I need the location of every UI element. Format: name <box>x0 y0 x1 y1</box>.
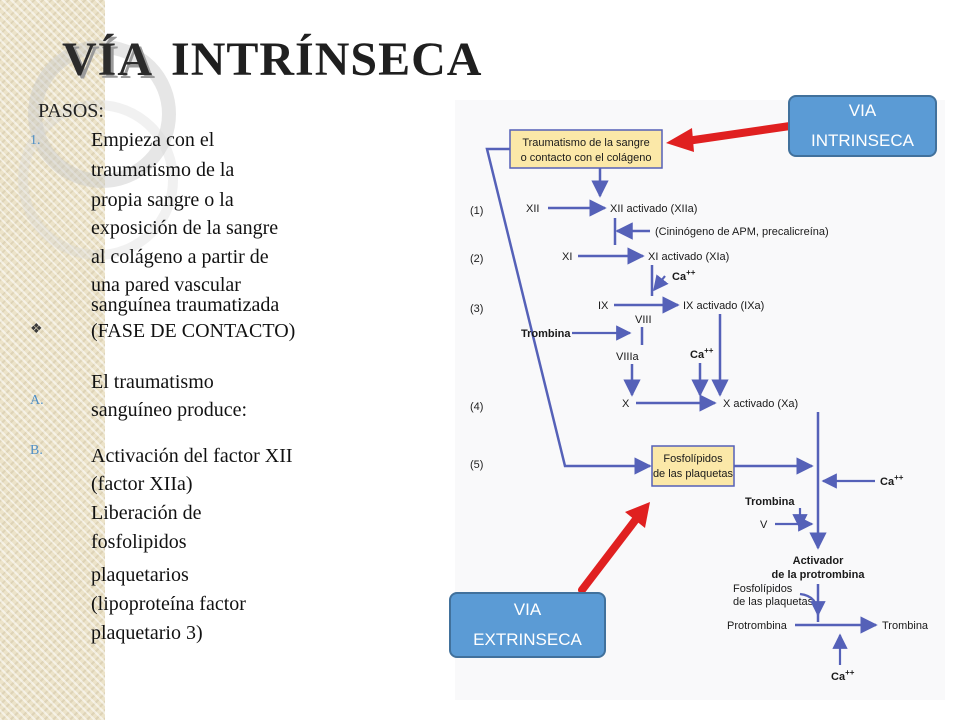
callout-line: VIA <box>848 101 877 120</box>
paragraph-line: fosfolipidos <box>91 531 187 553</box>
list-marker-a: A. <box>30 393 44 408</box>
prothrombin-label: Protrombina <box>727 620 788 632</box>
callout-line: EXTRINSECA <box>473 630 582 649</box>
step-label-4: (4) <box>470 401 483 413</box>
callout-line: INTRINSECA <box>811 131 914 150</box>
calcium-label: Ca++ <box>880 473 904 488</box>
paragraph-line: una pared vascular <box>91 274 241 296</box>
start-box-line1: Traumatismo de la sangre <box>522 137 649 149</box>
calcium-label: Ca++ <box>672 268 696 283</box>
red-arrow-extrinseca <box>578 510 644 594</box>
factor-xi-label: XI <box>562 251 572 263</box>
phospholipid-box-line1: Fosfolípidos <box>663 453 723 465</box>
phospholipid-label-line2: de las plaquetas <box>733 596 814 608</box>
prothrombin-activator-line2: de la protrombina <box>772 569 866 581</box>
factor-xii-label: XII <box>526 203 539 215</box>
factor-xiia-label: XII activado (XIIa) <box>610 203 697 215</box>
trombina-label: Trombina <box>521 328 571 340</box>
decorative-ring <box>18 100 178 260</box>
final-trombina-label: Trombina <box>882 620 929 632</box>
step-label-1: (1) <box>470 205 483 217</box>
kininogen-label: (Cininógeno de APM, precalicreína) <box>655 226 829 238</box>
factor-v-label: V <box>760 519 768 531</box>
calcium-label: Ca++ <box>690 346 714 361</box>
paragraph-line: sanguíneo produce: <box>91 399 248 421</box>
phospholipid-box <box>651 445 735 487</box>
slide-title: VÍA INTRÍNSECA <box>62 32 482 87</box>
factor-ixa-label: IX activado (IXa) <box>683 300 764 312</box>
red-arrowhead-icon <box>625 502 650 528</box>
callout-via-extrinseca: VIA EXTRINSECA <box>449 592 606 658</box>
factor-ix-label: IX <box>598 300 609 312</box>
red-arrow-intrinseca <box>676 122 794 146</box>
flow-arrow <box>653 274 669 292</box>
prothrombin-activator-line1: Activador <box>793 555 844 567</box>
paragraph-line: al colágeno a partir de <box>91 246 269 268</box>
step-label-5: (5) <box>470 459 483 471</box>
flow-arrow <box>485 147 652 475</box>
list-marker-b: B. <box>30 443 43 458</box>
phospholipid-box-line2: de las plaquetas <box>653 468 734 480</box>
paragraph-line: Empieza con el <box>91 129 215 151</box>
paragraph-line: sanguínea traumatizada <box>91 294 280 316</box>
paragraph-line: traumatismo de la <box>91 159 235 181</box>
calcium-label: Ca++ <box>831 668 855 683</box>
factor-xia-label: XI activado (XIa) <box>648 251 729 263</box>
paragraph-line: plaquetario 3) <box>91 622 203 644</box>
list-marker-1: 1. <box>30 133 41 148</box>
callout-via-intrinseca: VIA INTRINSECA <box>788 95 937 157</box>
factor-viiia-label: VIIIa <box>616 351 640 363</box>
factor-x-label: X <box>622 398 630 410</box>
trombina-label: Trombina <box>745 496 795 508</box>
step-label-2: (2) <box>470 253 483 265</box>
start-box-line2: o contacto con el colágeno <box>521 152 652 164</box>
step-label-3: (3) <box>470 303 483 315</box>
phospholipid-label-line1: Fosfolípidos <box>733 583 793 595</box>
title-word-via: VÍA <box>62 33 154 86</box>
diamond-bullet-icon: ❖ <box>30 322 43 337</box>
start-box <box>509 129 663 169</box>
paragraph-line: exposición de la sangre <box>91 217 279 239</box>
callout-line: VIA <box>513 600 542 619</box>
red-arrowhead-icon <box>666 128 694 152</box>
paragraph-line: propia sangre o la <box>91 189 234 211</box>
pasos-heading: PASOS: <box>38 100 104 122</box>
fase-contacto-line: (FASE DE CONTACTO) <box>91 320 296 342</box>
paragraph-line: Liberación de <box>91 502 202 524</box>
paragraph-line: (lipoproteína factor <box>91 593 246 615</box>
factor-viii-label: VIII <box>635 314 652 326</box>
paragraph-line: (factor XIIa) <box>91 473 193 495</box>
paragraph-line: plaquetarios <box>91 564 189 586</box>
paragraph-line: El traumatismo <box>91 371 214 393</box>
paragraph-line: Activación del factor XII <box>91 445 293 467</box>
factor-xa-label: X activado (Xa) <box>723 398 798 410</box>
title-word-intrinseca: INTRÍNSECA <box>171 33 483 86</box>
